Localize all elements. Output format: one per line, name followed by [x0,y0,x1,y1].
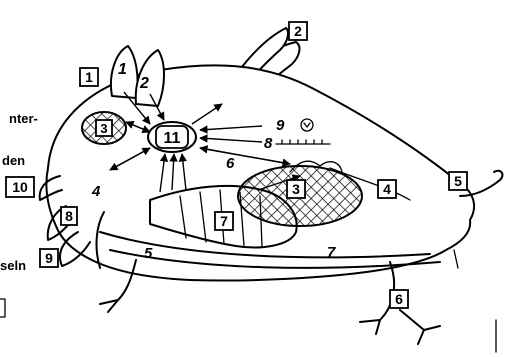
svg-text:5: 5 [454,173,462,189]
svg-text:3: 3 [100,121,107,136]
svg-text:4: 4 [383,181,391,197]
svg-text:9: 9 [45,250,53,266]
boxed-label-3-eye: 3 [96,120,112,136]
svg-text:8: 8 [65,208,73,224]
boxed-label-10: 10 [6,177,34,197]
svg-text:6: 6 [395,291,403,307]
svg-text:3: 3 [292,181,300,197]
svg-text:1: 1 [85,69,93,85]
boxed-label-2: 2 [289,22,307,40]
text-fragment-unter: nter- [9,111,38,126]
svg-text:10: 10 [12,179,28,195]
svg-text:7: 7 [220,213,228,229]
cut-off-box [0,299,5,317]
boxed-label-4: 4 [378,180,396,198]
svg-text:2: 2 [294,23,302,39]
text-fragment-kapseln: seln [0,258,26,273]
italic-label-8: 8 [264,135,273,152]
text-fragment-den: den [2,153,25,168]
boxed-label-1: 1 [80,68,98,86]
svg-text:11: 11 [164,130,181,147]
boxed-label-7: 7 [215,212,233,230]
italic-label-1: 1 [118,61,127,78]
italic-label-2: 2 [139,75,149,92]
italic-label-7: 7 [327,244,336,261]
boxed-label-3-organ: 3 [287,180,305,198]
italic-label-4: 4 [91,183,101,200]
boxed-label-11: 11 [156,126,188,148]
italic-label-5: 5 [144,245,153,262]
italic-label-6: 6 [226,155,235,172]
boxed-label-9: 9 [40,249,58,267]
boxed-label-8: 8 [61,207,77,225]
italic-label-9: 9 [276,117,285,134]
boxed-label-5: 5 [449,172,467,190]
boxed-label-6: 6 [390,290,408,308]
